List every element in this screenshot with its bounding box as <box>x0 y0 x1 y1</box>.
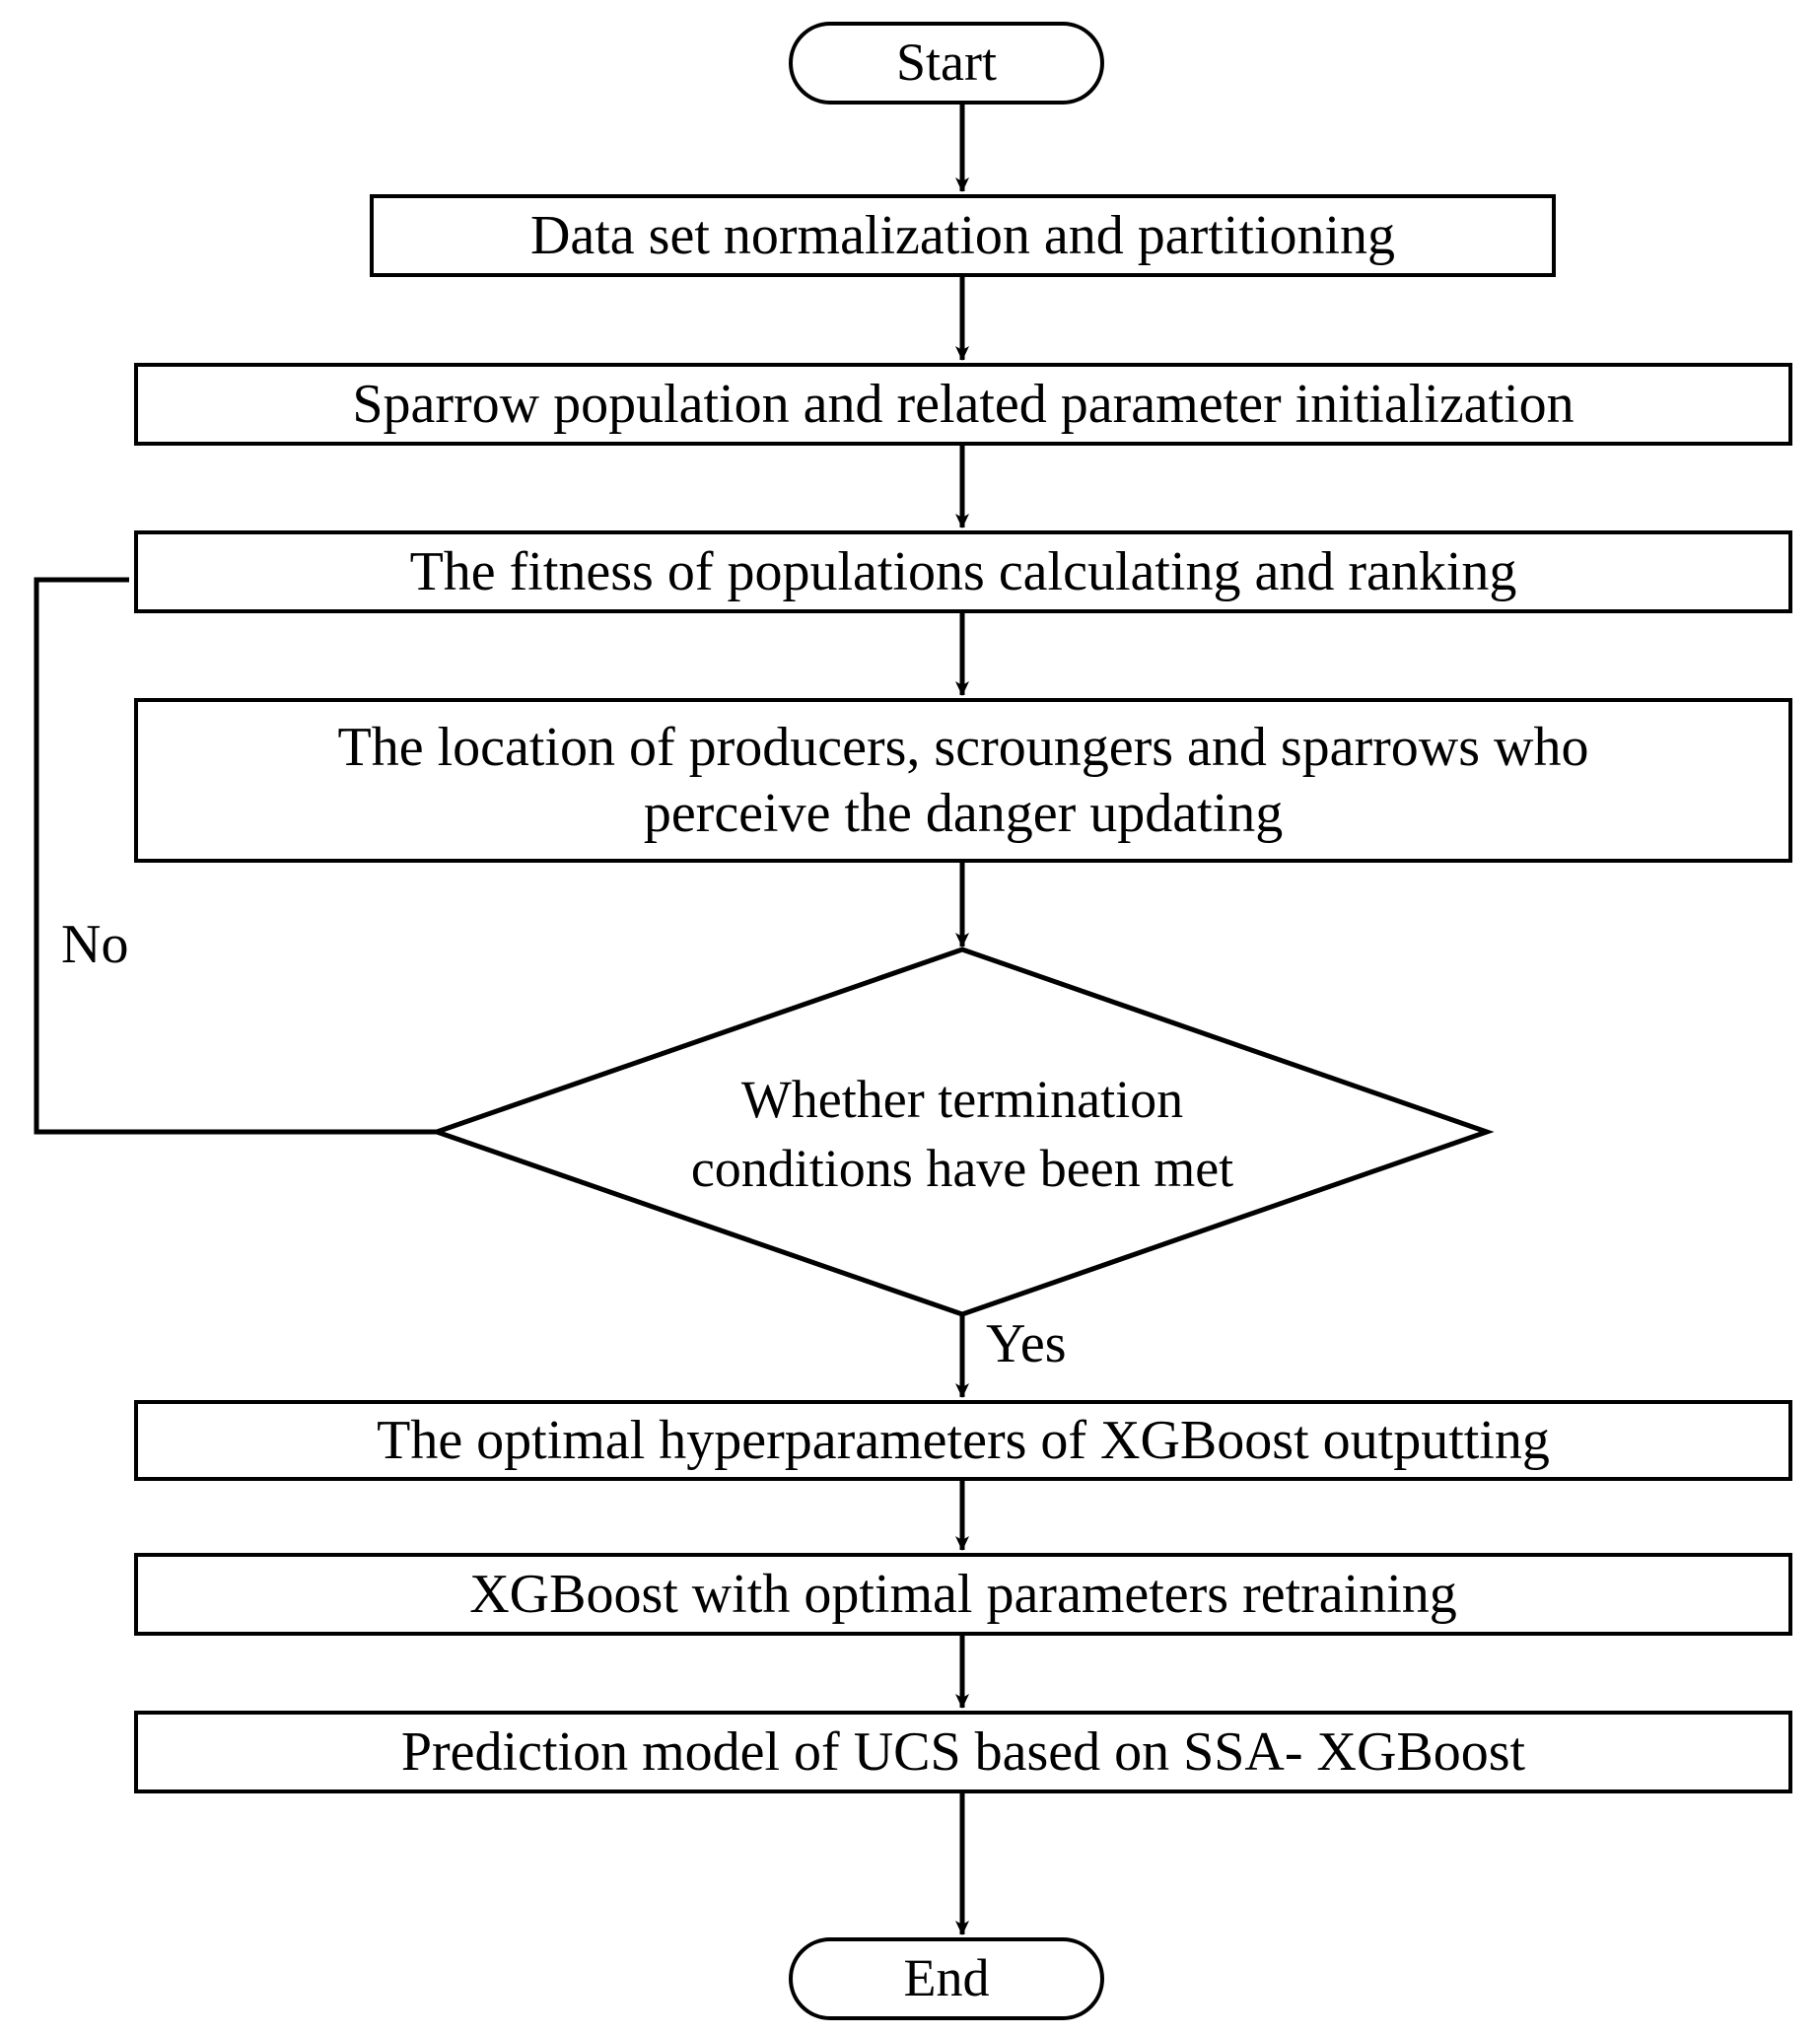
node-decision-termination-condition[interactable]: Whether termination conditions have been… <box>523 1045 1402 1223</box>
edge-label-yes: Yes <box>986 1313 1067 1374</box>
node-step6-label: XGBoost with optimal parameters retraini… <box>469 1563 1457 1625</box>
node-step4-location-updating[interactable]: The location of producers, scroungers an… <box>134 698 1792 863</box>
node-decision-label-line2: conditions have been met <box>690 1139 1234 1198</box>
node-step2-label: Sparrow population and related parameter… <box>352 373 1575 435</box>
node-step4-label-line1: The location of producers, scroungers an… <box>337 717 1589 779</box>
node-step6-xgboost-retraining[interactable]: XGBoost with optimal parameters retraini… <box>134 1553 1792 1636</box>
node-step1-dataset-normalization[interactable]: Data set normalization and partitioning <box>370 194 1556 277</box>
node-step4-label-line2: perceive the danger updating <box>643 782 1284 844</box>
node-start-label: Start <box>896 33 997 93</box>
node-step1-label: Data set normalization and partitioning <box>529 204 1396 266</box>
node-step7-prediction-model[interactable]: Prediction model of UCS based on SSA- XG… <box>134 1711 1792 1793</box>
edge-label-no: No <box>61 914 129 975</box>
node-step7-label: Prediction model of UCS based on SSA- XG… <box>400 1720 1526 1783</box>
node-decision-label-line1: Whether termination <box>740 1069 1184 1129</box>
node-end[interactable]: End <box>789 1937 1104 2020</box>
node-step5-optimal-hyperparameters-output[interactable]: The optimal hyperparameters of XGBoost o… <box>134 1400 1792 1481</box>
node-step3-fitness-calculating-ranking[interactable]: The fitness of populations calculating a… <box>134 530 1792 613</box>
node-step5-label: The optimal hyperparameters of XGBoost o… <box>377 1409 1550 1471</box>
node-step2-sparrow-initialization[interactable]: Sparrow population and related parameter… <box>134 363 1792 446</box>
node-step3-label: The fitness of populations calculating a… <box>409 540 1517 602</box>
node-end-label: End <box>903 1948 990 2008</box>
node-start[interactable]: Start <box>789 22 1104 105</box>
